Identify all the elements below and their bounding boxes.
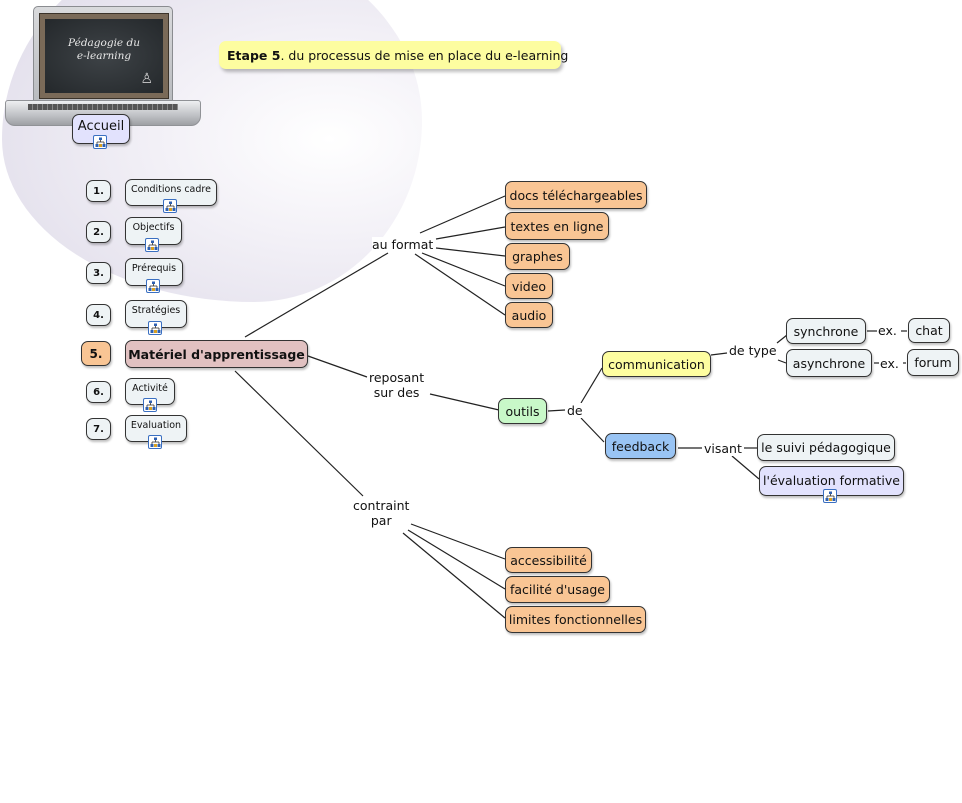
link-de-feedback — [580, 417, 605, 443]
link-reposant-outils — [429, 393, 500, 411]
concept-map-icon[interactable] — [143, 398, 157, 412]
concept-map-icon[interactable] — [823, 489, 837, 503]
link-format-textes — [435, 226, 506, 240]
step-number-4[interactable]: 4. — [86, 304, 111, 326]
central-node-materiel[interactable]: Matériel d'apprentissage — [125, 340, 308, 368]
concept-suivi-pedagogique[interactable]: le suivi pédagogique — [757, 434, 895, 461]
concept-map-icon[interactable] — [148, 435, 162, 449]
concept-map-icon[interactable] — [163, 199, 177, 213]
concept-audio[interactable]: audio — [505, 302, 553, 328]
logo-text: Pédagogie du e-learning — [68, 37, 140, 62]
link-format-docs — [419, 195, 506, 234]
concept-docs-telechargeables[interactable]: docs téléchargeables — [505, 181, 647, 209]
concept-map-icon[interactable] — [93, 135, 107, 149]
link-format-video — [421, 252, 506, 287]
link-contraint-facilite — [407, 529, 506, 590]
concept-forum[interactable]: forum — [907, 349, 959, 376]
page-title: Etape 5. du processus de mise en place d… — [219, 41, 568, 69]
stick-figure-icon: ♙ — [140, 71, 153, 87]
link-label-au-format: au format — [372, 237, 434, 252]
laptop-logo-image: Pédagogie du e-learning ♙ — [5, 6, 201, 134]
link-central-reposant — [307, 355, 368, 378]
concept-map-icon[interactable] — [145, 238, 159, 252]
link-central-contraint — [234, 370, 364, 497]
link-label-ex-synchrone: ex. — [878, 323, 897, 338]
link-contraint-accessibilite — [410, 523, 506, 560]
link-label-ex-asynchrone: ex. — [880, 356, 899, 371]
step-number-2[interactable]: 2. — [86, 221, 111, 243]
step-number-3[interactable]: 3. — [86, 262, 111, 284]
step-number-5-active[interactable]: 5. — [81, 341, 111, 366]
link-label-de-type: de type — [729, 343, 777, 358]
concept-graphes[interactable]: graphes — [505, 243, 570, 270]
step-number-7[interactable]: 7. — [86, 418, 111, 440]
link-detype-asynchrone — [777, 359, 787, 364]
concept-map-icon[interactable] — [146, 279, 160, 293]
concept-textes-en-ligne[interactable]: textes en ligne — [505, 212, 609, 240]
link-visant-evaluation — [731, 455, 760, 480]
step-number-6[interactable]: 6. — [86, 381, 111, 403]
concept-asynchrone[interactable]: asynchrone — [786, 349, 872, 377]
laptop-lid: Pédagogie du e-learning ♙ — [33, 6, 173, 102]
concept-communication[interactable]: communication — [602, 351, 711, 377]
concept-accessibilite[interactable]: accessibilité — [505, 547, 592, 573]
link-communication-detype — [710, 352, 728, 356]
concept-facilite-usage[interactable]: facilité d'usage — [505, 576, 610, 603]
link-label-de: de — [567, 403, 583, 418]
title-text: . du processus de mise en place du e-lea… — [280, 47, 569, 63]
home-label: Accueil — [77, 119, 125, 134]
concept-limites-fonctionnelles[interactable]: limites fonctionnelles — [505, 606, 646, 633]
link-contraint-limites — [402, 532, 506, 619]
link-outils-de — [547, 409, 566, 412]
link-format-audio — [414, 253, 506, 316]
concept-synchrone[interactable]: synchrone — [786, 318, 866, 344]
concept-map-icon[interactable] — [148, 321, 162, 335]
step-number-1[interactable]: 1. — [86, 180, 111, 202]
concept-video[interactable]: video — [505, 273, 553, 299]
concept-outils[interactable]: outils — [498, 398, 547, 424]
link-format-graphes — [435, 247, 506, 257]
title-step: Etape 5 — [227, 47, 281, 63]
link-label-reposant: reposant sur des — [369, 370, 425, 400]
link-de-communication — [580, 367, 603, 404]
link-label-visant: visant — [704, 441, 742, 456]
concept-chat[interactable]: chat — [908, 318, 950, 343]
concept-feedback[interactable]: feedback — [605, 433, 676, 459]
link-label-contraint-par: contraint par — [353, 498, 410, 528]
chalkboard: Pédagogie du e-learning ♙ — [45, 19, 163, 93]
